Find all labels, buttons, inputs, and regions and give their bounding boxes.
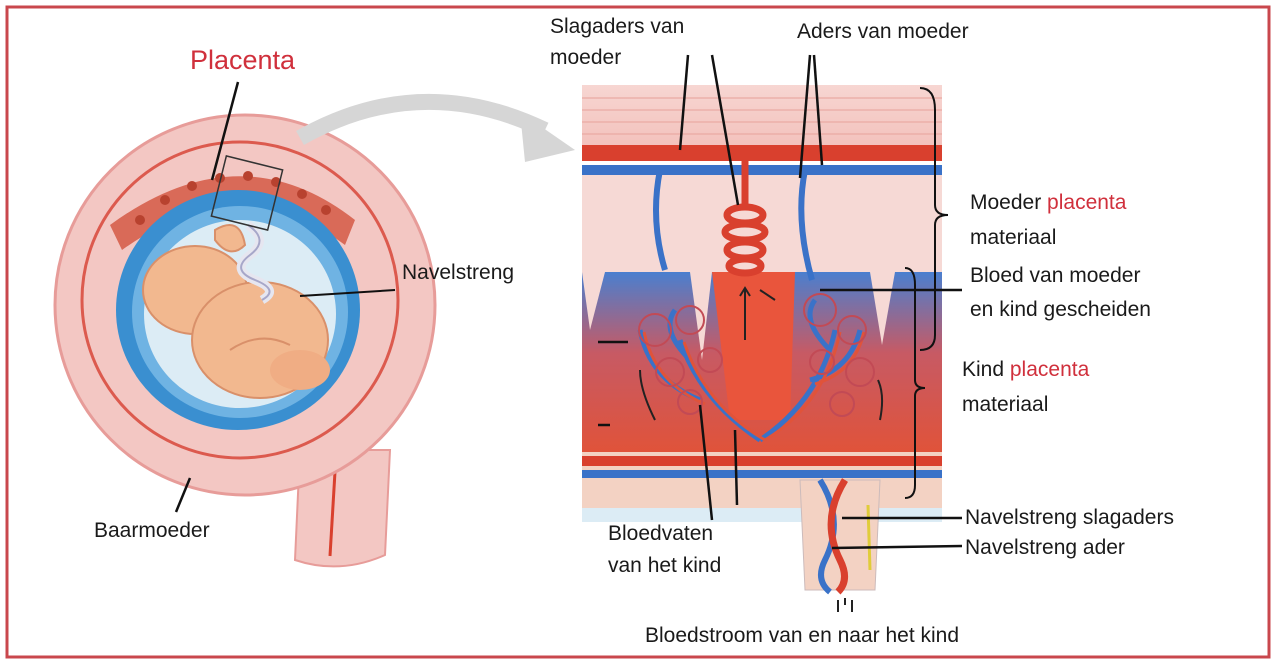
- label-bloedvaten-line1: Bloedvaten: [608, 521, 713, 546]
- label-navelstreng-ader: Navelstreng ader: [965, 535, 1125, 560]
- maternal-vein-band: [582, 165, 942, 175]
- fetal-vein-band: [582, 470, 942, 478]
- maternal-artery-band: [582, 145, 942, 161]
- cord-vein: [868, 505, 870, 570]
- maternal-layer-top: [582, 85, 942, 145]
- label-bloed-gescheiden-line1: Bloed van moeder: [970, 263, 1140, 288]
- label-navelstreng: Navelstreng: [402, 260, 514, 285]
- label-aders-moeder: Aders van moeder: [797, 19, 969, 44]
- label-moeder-materiaal: materiaal: [970, 225, 1056, 250]
- zoom-arrow: [300, 102, 545, 138]
- label-baarmoeder: Baarmoeder: [94, 518, 210, 543]
- label-slagaders-moeder-line2: moeder: [550, 45, 621, 70]
- label-moeder-word: Moeder: [970, 191, 1041, 214]
- label-kind-word: Kind: [962, 358, 1004, 381]
- zoom-arrow-head: [520, 112, 575, 162]
- label-slagaders-moeder-line1: Slagaders van: [550, 14, 684, 39]
- label-kind-placenta: Kind placenta: [962, 357, 1089, 382]
- chorion-edge: [582, 508, 942, 522]
- label-bloedvaten-line2: van het kind: [608, 553, 721, 578]
- uterus-illustration: [55, 115, 435, 566]
- label-kind-placenta-word: placenta: [1010, 358, 1089, 381]
- label-kind-materiaal: materiaal: [962, 392, 1048, 417]
- label-bloedstroom: Bloedstroom van en naar het kind: [645, 623, 959, 648]
- fetal-artery-band: [582, 456, 942, 466]
- label-navelstreng-slagaders: Navelstreng slagaders: [965, 505, 1174, 530]
- label-moeder-placenta-word: placenta: [1047, 191, 1126, 214]
- label-bloed-gescheiden-line2: en kind gescheiden: [970, 297, 1151, 322]
- label-placenta: Placenta: [190, 45, 295, 75]
- label-moeder-placenta: Moeder placenta: [970, 190, 1126, 215]
